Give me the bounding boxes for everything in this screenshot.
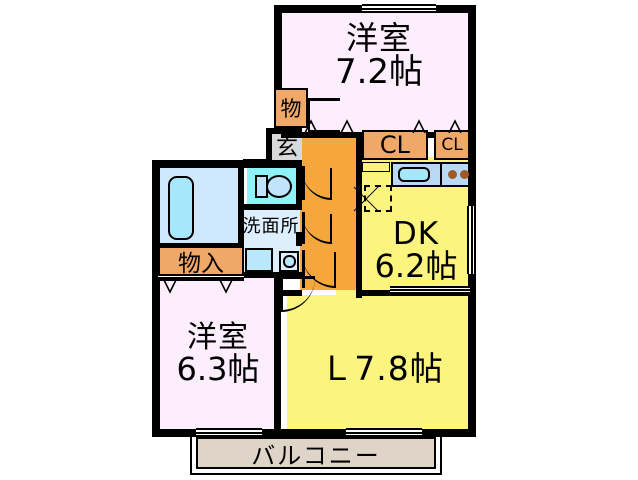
- wall-bottom-outer: [152, 429, 476, 437]
- entrance-door-leaf: [266, 133, 269, 161]
- wall-corridor-left-b: [296, 232, 302, 246]
- toilet-bowl-icon: [266, 175, 292, 198]
- window-living-upper-strip: [390, 286, 470, 294]
- storage-left-box: 物入: [158, 246, 244, 277]
- wall-washroom-left: [238, 210, 244, 278]
- bedroom-top-wall-marks: [281, 118, 469, 134]
- storage-left-sliding-door: [158, 274, 244, 281]
- bedroom-left-size: 6.3帖: [176, 350, 260, 389]
- closet-large-box: CL: [362, 130, 428, 160]
- room-fill-bedroom-left: [160, 278, 274, 429]
- dk-name: DK: [392, 216, 440, 252]
- wall-left-outer: [152, 160, 160, 437]
- storage-top-label: 物: [280, 97, 302, 121]
- wall-mark-icons: [304, 119, 462, 134]
- meter-panel-icon: [364, 185, 392, 212]
- washroom-label: 洗面所: [241, 216, 301, 237]
- closet-large-label: CL: [379, 131, 411, 159]
- window-living-bottom: [346, 428, 422, 437]
- entrance-door-arc: [243, 133, 268, 161]
- kitchen-front-strip: [362, 162, 390, 172]
- bedroom-top-door-leaf: [308, 98, 340, 101]
- window-bedroom-left-bottom: [196, 428, 262, 437]
- wall-top-left-vert: [274, 5, 282, 133]
- stove-burner-left-icon: [448, 170, 457, 179]
- kitchen-counter-divider: [440, 162, 442, 187]
- washroom-door-leaf: [302, 212, 305, 244]
- bedroom-left-name: 洋室: [187, 320, 249, 355]
- wall-mark-icons-2: [163, 279, 233, 294]
- washing-machine-icon: [245, 248, 273, 272]
- wall-left-block-top: [152, 160, 302, 168]
- balcony-area: バルコニー: [196, 437, 436, 470]
- wall-right-outer: [468, 132, 476, 437]
- wall-corridor-right: [356, 132, 362, 297]
- bedroom-top-name: 洋室: [345, 19, 412, 57]
- entrance-label: 玄: [275, 136, 298, 161]
- wall-corridor-left-a: [296, 160, 302, 208]
- living-door-leaf: [302, 250, 305, 288]
- wall-toilet-bottom: [238, 204, 302, 210]
- balcony-railing: [190, 437, 442, 475]
- balcony-label: バルコニー: [251, 441, 381, 470]
- living-text: Ｌ7.8帖: [320, 349, 444, 388]
- bathtub-icon: [168, 176, 194, 240]
- window-bedroom-top: [362, 4, 436, 13]
- bath-door-leaf: [302, 166, 305, 200]
- stove-burner-right-icon: [460, 170, 469, 179]
- storage-left-label: 物入: [178, 251, 224, 277]
- window-dk-right: [467, 206, 476, 274]
- bedroom-left-label: 洋室 6.3帖: [160, 322, 276, 386]
- wall-entrance-left-stub: [266, 133, 272, 166]
- wall-entrance-top: [266, 128, 302, 134]
- dk-size: 6.2帖: [374, 247, 458, 286]
- room-fill-living: [287, 295, 469, 429]
- closet-small-label: CL: [441, 135, 463, 155]
- bedroom-top-label: 洋室 7.2帖: [314, 19, 444, 93]
- kitchen-sink-icon: [398, 167, 430, 182]
- living-label: Ｌ7.8帖: [300, 349, 464, 388]
- storage-left-wall-marks: [158, 279, 248, 294]
- dk-label: DK 6.2帖: [364, 218, 468, 284]
- wall-bedroom-left-right: [274, 278, 281, 433]
- wall-top-right-vert: [468, 5, 476, 132]
- storage-top-box: 物: [274, 88, 308, 128]
- closet-small-box: CL: [434, 130, 470, 160]
- bedroom-left-door-leaf: [281, 276, 315, 279]
- wall-bath-toilet-divider: [238, 160, 244, 210]
- washroom-text: 洗面所: [242, 216, 300, 237]
- bedroom-top-size: 7.2帖: [334, 52, 424, 93]
- bedroom-top-door-arc: [308, 100, 340, 132]
- vanity-basin-icon: [283, 255, 296, 268]
